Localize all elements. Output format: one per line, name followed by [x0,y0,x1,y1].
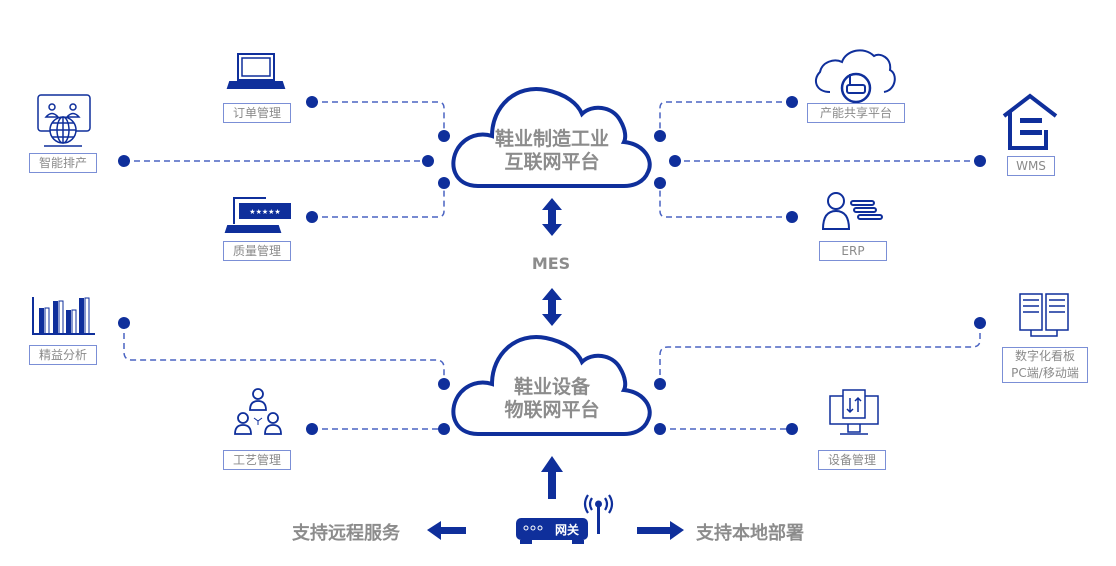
warehouse-icon [1002,93,1058,150]
bottom-cloud-title: 鞋业设备 物联网平台 [480,376,624,422]
bottom-cloud-shape [451,335,652,436]
connector-quality [312,183,445,218]
team-icon [234,388,282,435]
remote-service-label: 支持远程服务 [292,523,400,544]
connector-erp [659,183,792,218]
order-management-label: 订单管理 [223,103,291,123]
quality-management-label: 质量管理 [223,241,291,261]
servers-icon [1019,293,1069,337]
capacity-sharing-label: 产能共享平台 [807,103,905,123]
bottom-cloud-line2: 物联网平台 [504,399,600,421]
rating-laptop-icon [224,197,291,233]
top-cloud-title: 鞋业制造工业 互联网平台 [480,128,624,174]
gateway-label: 网关 [555,523,580,537]
device-management-label: 设备管理 [818,450,886,470]
erp-label: ERP [819,241,887,261]
bar-chart-icon [32,297,95,335]
connector-dashboard [659,323,981,384]
dashboard-line2: PC端/移动端 [1011,366,1079,380]
double-arrow-icon [542,288,562,326]
top-cloud-shape [451,87,652,188]
monitor-transfer-icon [829,389,879,435]
cloud-router-icon [814,49,896,104]
mes-arrows [427,198,684,540]
bottom-cloud-line1: 鞋业设备 [513,376,590,398]
connector-order [312,101,445,136]
wms-label: WMS [1007,156,1055,176]
left-arrow-icon [427,521,466,540]
user-list-icon [821,192,883,230]
up-arrow-icon [541,456,563,499]
globe-users-icon [37,94,91,147]
connector-lean [123,323,445,384]
stars-icon: ★★★★★ [249,208,280,216]
laptop-icon [226,53,286,89]
top-cloud-line2: 互联网平台 [504,151,600,173]
process-management-label: 工艺管理 [223,450,291,470]
top-cloud-line1: 鞋业制造工业 [494,128,609,150]
right-arrow-icon [637,521,684,540]
local-deployment-label: 支持本地部署 [696,523,804,544]
dashboard-line1: 数字化看板 [1014,349,1075,363]
mes-label: MES [531,254,571,273]
connector-capacity [659,101,792,136]
gateway-router-icon [516,494,614,544]
lean-analysis-label: 精益分析 [29,345,97,365]
double-arrow-icon [542,198,562,236]
smart-scheduling-label: 智能排产 [29,153,97,173]
digital-dashboard-label: 数字化看板 PC端/移动端 [1002,347,1088,383]
